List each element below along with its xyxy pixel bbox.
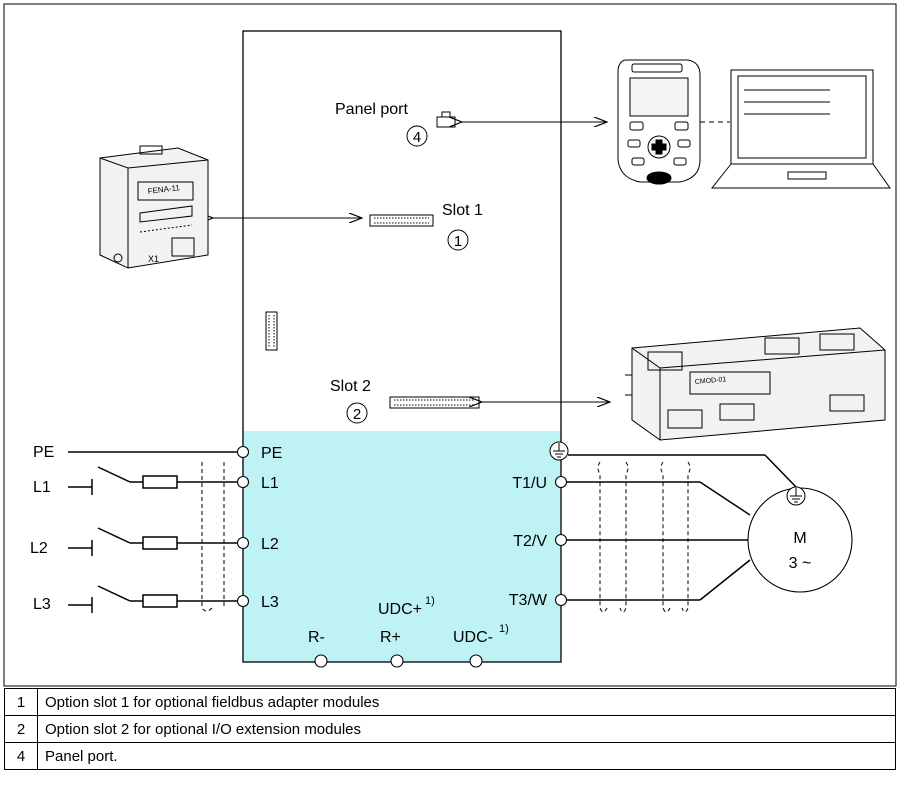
io-extension-module-icon: [625, 327, 886, 441]
legend-number: 2: [4, 715, 38, 743]
panel-port-number-circle: [406, 125, 428, 147]
legend-table: 1 Option slot 1 for optional fieldbus ad…: [4, 688, 896, 770]
pe-terminal-label: PE: [261, 445, 282, 462]
udc-minus-footnote: 1): [499, 623, 509, 635]
slot1-number: 1: [454, 233, 462, 250]
slot1-label: Slot 1: [442, 202, 483, 219]
legend-text: Panel port.: [37, 742, 896, 770]
fena-module-label: FENA-11: [147, 183, 181, 196]
slot2-connector: [389, 396, 480, 409]
udc-plus-label: UDC+: [378, 601, 422, 618]
motor-phase-label: 3 ~: [789, 555, 812, 572]
legend-row: 1 Option slot 1 for optional fieldbus ad…: [4, 688, 896, 716]
slot2-label: Slot 2: [330, 378, 371, 395]
slot1-connector: [369, 214, 434, 227]
r-minus-label: R-: [308, 629, 325, 646]
l1-supply-label: L1: [33, 479, 51, 496]
legend-row: 2 Option slot 2 for optional I/O extensi…: [4, 715, 896, 743]
cmod-module-label: CMOD-01: [695, 376, 727, 386]
internal-connector: [265, 311, 278, 351]
laptop-icon: [710, 69, 891, 189]
t3-terminal-label: T3/W: [509, 592, 548, 609]
fieldbus-adapter-module-icon: [99, 145, 209, 269]
fena-x1-label: X1: [148, 254, 159, 264]
motor-cables: [567, 454, 798, 601]
t2-terminal-label: T2/V: [513, 533, 547, 550]
motor-ground-icon: [786, 486, 806, 506]
control-panel-icon: [617, 59, 701, 185]
l1-supply: [68, 466, 237, 495]
udc-minus-label: UDC-: [453, 629, 493, 646]
panel-port-number: 4: [413, 129, 421, 146]
l1-terminal-label: L1: [261, 475, 279, 492]
udc-plus-footnote: 1): [425, 595, 435, 607]
outer-frame: [3, 3, 897, 687]
output-cable-shield: [597, 461, 691, 613]
l3-terminal-label: L3: [261, 594, 279, 611]
legend-text: Option slot 2 for optional I/O extension…: [37, 715, 896, 743]
t1-terminal-label: T1/U: [512, 475, 547, 492]
drive-ground-icon: [549, 441, 569, 461]
l2-terminal-label: L2: [261, 536, 279, 553]
input-cable-shield: [201, 462, 225, 612]
slot2-number-circle: [346, 402, 368, 424]
legend-number: 1: [4, 688, 38, 716]
slot1-number-circle: [447, 229, 469, 251]
l3-supply: [68, 585, 237, 613]
pe-supply-label: PE: [33, 444, 54, 461]
legend-text: Option slot 1 for optional fieldbus adap…: [37, 688, 896, 716]
panel-port-label: Panel port: [335, 101, 408, 118]
l2-supply: [68, 527, 237, 556]
legend-row: 4 Panel port.: [4, 742, 896, 770]
r-plus-label: R+: [380, 629, 401, 646]
l2-supply-label: L2: [30, 540, 48, 557]
input-terminals: [236, 445, 250, 608]
l3-supply-label: L3: [33, 596, 51, 613]
panel-port-connector: [436, 111, 456, 128]
motor-label: M: [793, 530, 806, 547]
slot2-number: 2: [353, 406, 361, 423]
legend-number: 4: [4, 742, 38, 770]
output-terminals: [554, 475, 568, 607]
dc-terminals: [314, 654, 483, 668]
drive-power-section: [243, 431, 561, 662]
